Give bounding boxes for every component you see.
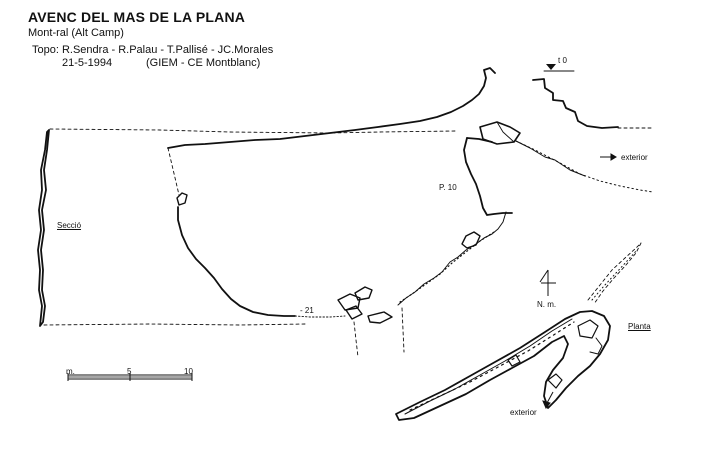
survey-date: 21-5-1994 <box>62 57 113 69</box>
bottom-dashed-line <box>43 323 306 326</box>
entrance-profile <box>532 78 619 129</box>
boulder-right <box>461 231 481 249</box>
dash-vertical-2 <box>401 307 405 353</box>
datum-label: t 0 <box>558 56 567 65</box>
left-wall <box>37 129 50 327</box>
chamber-right-dots <box>399 231 495 303</box>
chamber-floor-dotted <box>294 315 346 318</box>
exterior-label-plan: exterior <box>510 408 537 417</box>
depth-label: - 21 <box>300 306 314 315</box>
location-text: Mont-ral (Alt Camp) <box>28 27 124 39</box>
entrance-lower <box>515 140 586 177</box>
north-arrow-icon <box>539 269 556 296</box>
plan-block-3 <box>547 373 563 389</box>
section-drawing <box>37 67 654 358</box>
boulder-bottom-1 <box>337 293 361 311</box>
triangle-down-icon <box>546 64 556 70</box>
pit-wall <box>463 137 513 216</box>
boulder-left <box>176 192 188 206</box>
boulder-bottom-3 <box>345 305 363 320</box>
exterior-label-section: exterior <box>621 153 648 162</box>
pit-head-block-inner <box>496 121 515 143</box>
upper-left-wall-dashed <box>167 147 180 196</box>
plan-dashed-upper <box>587 242 642 305</box>
plan-passage-texture <box>409 321 575 411</box>
surface-line <box>167 67 496 149</box>
plan-passage-outer <box>395 310 611 421</box>
topo-credits: Topo: R.Sendra - R.Palau - T.Pallisé - J… <box>32 44 274 56</box>
boulder-bottom-4 <box>367 311 393 324</box>
pit-head-block <box>479 121 521 145</box>
chamber-wall <box>177 206 296 317</box>
survey-club: (GIEM - CE Montblanc) <box>146 57 261 69</box>
scale-max-label: 10 <box>184 367 193 376</box>
plan-hatch <box>591 249 638 301</box>
scale-mid-label: 5 <box>127 367 132 376</box>
plan-block-1 <box>507 354 521 367</box>
section-label: Secció <box>57 221 82 230</box>
dash-vertical-1 <box>353 321 359 358</box>
arrow-right-icon <box>600 153 617 161</box>
chamber-right-wall <box>397 211 507 306</box>
pit-label: P. 10 <box>439 183 457 192</box>
top-dashed-line <box>49 128 456 134</box>
arrow-exterior-plan-icon <box>542 391 554 409</box>
entrance-dotted <box>515 140 654 193</box>
plan-drawing <box>395 242 642 421</box>
plan-label: Planta <box>628 322 651 331</box>
plan-passage-inner <box>404 318 573 415</box>
north-label: N. m. <box>537 300 557 309</box>
scale-bar <box>67 373 193 381</box>
plan-pit-circle <box>589 337 603 355</box>
scale-unit-label: m. <box>66 367 75 376</box>
page-title: AVENC DEL MAS DE LA PLANA <box>28 9 246 25</box>
plan-block-2 <box>577 319 599 339</box>
boulder-bottom-2 <box>354 286 373 301</box>
